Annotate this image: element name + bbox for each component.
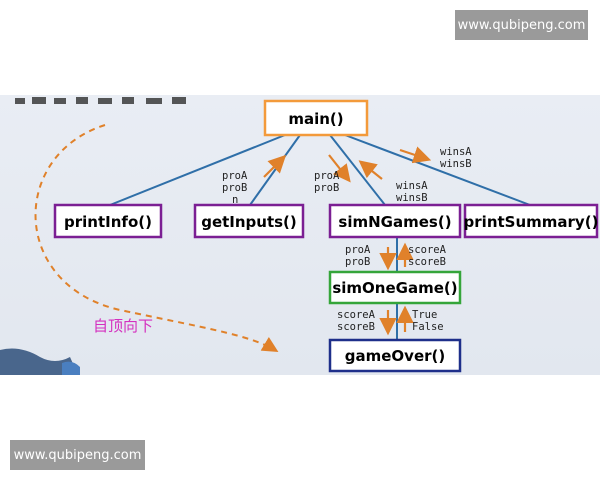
node-gameover: gameOver() bbox=[328, 338, 462, 373]
node-printinfo: printInfo() bbox=[53, 203, 163, 239]
watermark-bottom: www.qubipeng.com bbox=[10, 440, 145, 470]
label-winsa: winsA bbox=[396, 180, 428, 192]
node-printsummary: printSummary() bbox=[464, 203, 599, 239]
arrow-simn-up bbox=[358, 160, 383, 180]
labels-simn-down: proA proB bbox=[314, 170, 340, 194]
node-simonegame-label: simOneGame() bbox=[332, 279, 457, 297]
node-main: main() bbox=[263, 99, 369, 137]
labels-summary-down: winsA winsB bbox=[440, 146, 472, 170]
label-winsb: winsB bbox=[440, 158, 472, 170]
label-prob: proB bbox=[314, 182, 339, 194]
label-proa: proA bbox=[222, 170, 248, 182]
structure-chart: main() printInfo() getInputs() simNGames… bbox=[0, 97, 599, 375]
label-winsa: winsA bbox=[440, 146, 472, 158]
label-winsb: winsB bbox=[396, 192, 428, 204]
node-getinputs-label: getInputs() bbox=[201, 213, 297, 231]
node-printsummary-label: printSummary() bbox=[464, 213, 599, 231]
arrow-simn-down bbox=[328, 154, 351, 183]
label-proa: proA bbox=[314, 170, 340, 182]
label-prob: proB bbox=[345, 256, 370, 268]
labels-getinputs-up: proA proB n bbox=[222, 170, 248, 206]
labels-gameover-up: True False bbox=[412, 309, 444, 333]
label-scoreb: scoreB bbox=[337, 321, 375, 333]
arrow-getinputs-up bbox=[263, 154, 287, 178]
labels-simone-down: proA proB bbox=[345, 244, 371, 268]
python-logo-fragment bbox=[0, 348, 80, 375]
node-getinputs: getInputs() bbox=[193, 203, 305, 239]
label-n: n bbox=[232, 194, 238, 206]
node-simngames: simNGames() bbox=[328, 203, 462, 239]
label-prob: proB bbox=[222, 182, 247, 194]
label-scorea: scoreA bbox=[408, 244, 447, 256]
faded-title-fragment bbox=[15, 97, 186, 104]
top-down-label: 自顶向下 bbox=[93, 317, 153, 335]
watermark-top: www.qubipeng.com bbox=[455, 10, 588, 40]
node-main-label: main() bbox=[288, 110, 343, 128]
node-simngames-label: simNGames() bbox=[338, 213, 451, 231]
label-false: False bbox=[412, 321, 444, 333]
arrow-summary-down bbox=[399, 146, 432, 164]
diagram-panel: main() printInfo() getInputs() simNGames… bbox=[0, 95, 600, 375]
node-printinfo-label: printInfo() bbox=[64, 213, 152, 231]
node-gameover-label: gameOver() bbox=[345, 347, 445, 365]
label-scoreb: scoreB bbox=[408, 256, 446, 268]
label-proa: proA bbox=[345, 244, 371, 256]
label-true: True bbox=[412, 309, 437, 321]
node-simonegame: simOneGame() bbox=[328, 270, 462, 305]
labels-simn-up: winsA winsB bbox=[396, 180, 428, 204]
data-flow-arrows bbox=[263, 146, 432, 336]
labels-simone-up: scoreA scoreB bbox=[408, 244, 447, 268]
labels-gameover-down: scoreA scoreB bbox=[337, 309, 376, 333]
top-down-dashed-arrow bbox=[34, 124, 279, 353]
label-scorea: scoreA bbox=[337, 309, 376, 321]
